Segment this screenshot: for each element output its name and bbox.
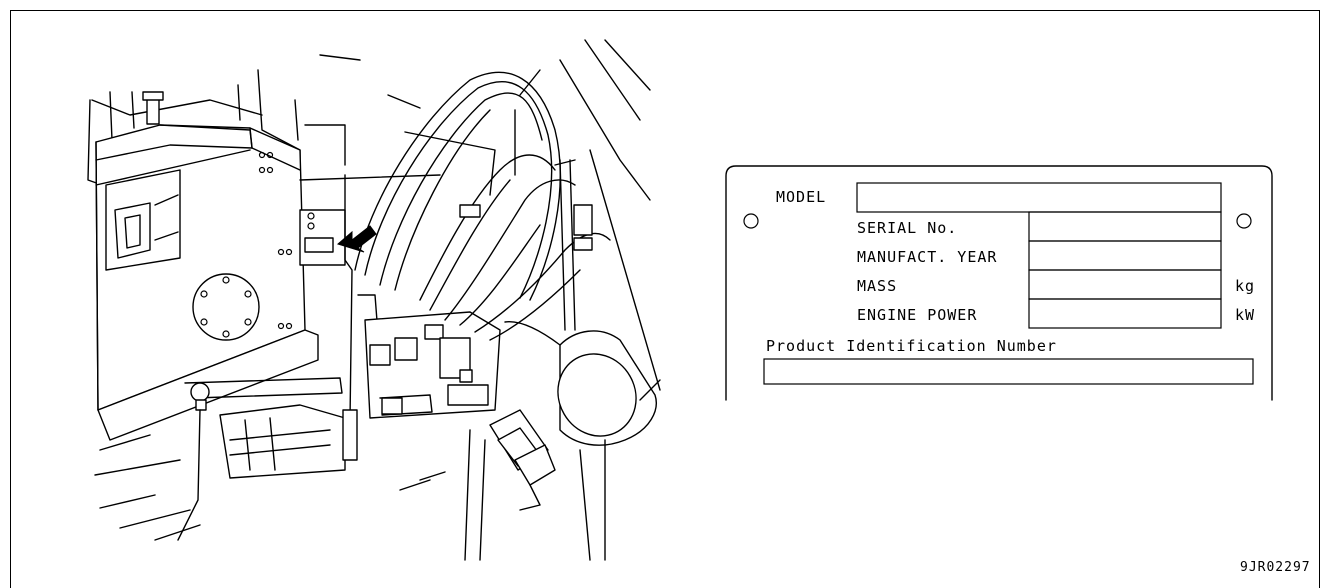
- model-label: MODEL: [776, 188, 826, 206]
- product-plate: MODEL SERIAL No. MANUFACT. YEAR MASS ENG…: [725, 165, 1273, 401]
- engine-power-field: [1028, 298, 1222, 329]
- engine-power-unit: kW: [1235, 306, 1255, 324]
- manufact-year-label: MANUFACT. YEAR: [857, 248, 997, 266]
- mounting-hole-left: [743, 213, 759, 229]
- model-field: [856, 182, 1222, 213]
- figure-frame: [10, 10, 1320, 588]
- plate-location-marker: [304, 237, 334, 253]
- mass-label: MASS: [857, 277, 897, 295]
- mounting-hole-right: [1236, 213, 1252, 229]
- machine-illustration: [87, 39, 661, 561]
- manufact-year-field: [1028, 240, 1222, 271]
- pin-label: Product Identification Number: [766, 337, 1057, 355]
- mass-unit: kg: [1235, 277, 1255, 295]
- mass-field: [1028, 269, 1222, 300]
- serial-no-field: [1028, 211, 1222, 242]
- figure-code: 9JR02297: [1240, 560, 1311, 575]
- engine-power-label: ENGINE POWER: [857, 306, 977, 324]
- pin-field: [763, 358, 1254, 385]
- serial-no-label: SERIAL No.: [857, 219, 957, 237]
